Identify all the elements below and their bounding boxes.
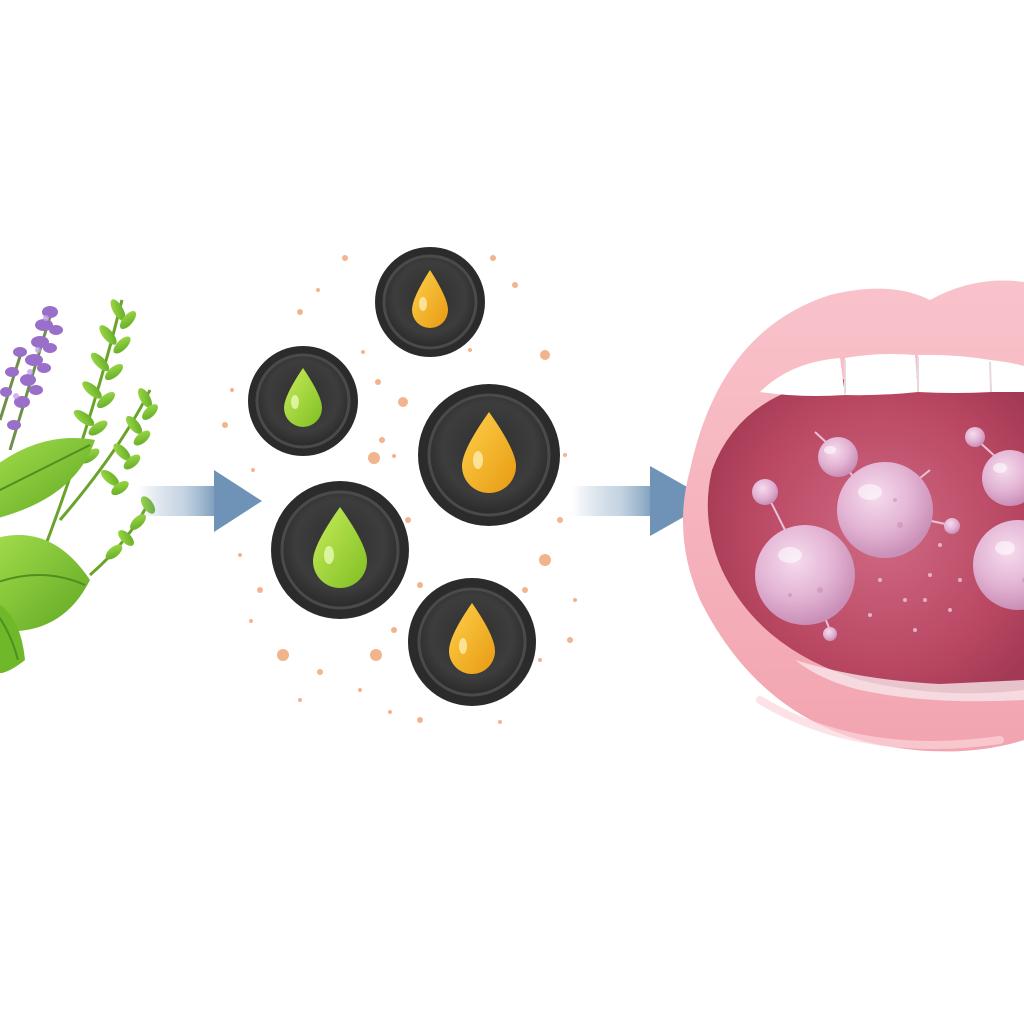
particle-specks <box>222 255 577 724</box>
capsule-green-left <box>248 346 358 456</box>
microbe <box>837 462 933 558</box>
mint-leaf-icon <box>0 438 95 674</box>
microbe <box>944 518 960 534</box>
capsule-amber-bottom <box>408 578 536 706</box>
microbe <box>823 627 837 641</box>
open-mouth-microbes-icon <box>682 280 1024 752</box>
lower-teeth <box>795 660 1024 702</box>
microbe <box>965 427 985 447</box>
upper-teeth <box>760 354 1024 396</box>
microbe <box>752 479 778 505</box>
capsule-amber-right <box>418 384 560 526</box>
microbe <box>818 437 858 477</box>
lavender-sprig-icon <box>0 306 63 451</box>
microbe <box>755 525 855 625</box>
arrow-herbs-to-capsules <box>138 470 262 532</box>
arrow-capsules-to-mouth <box>572 466 712 536</box>
oil-capsule-cluster <box>222 247 577 724</box>
capsule-green-lower <box>271 481 409 619</box>
herb-sprigs-icon <box>0 299 158 674</box>
capsule-amber-top <box>375 247 485 357</box>
microbe <box>982 450 1024 506</box>
thyme-sprig-icon <box>38 299 158 577</box>
microbe <box>973 520 1024 610</box>
